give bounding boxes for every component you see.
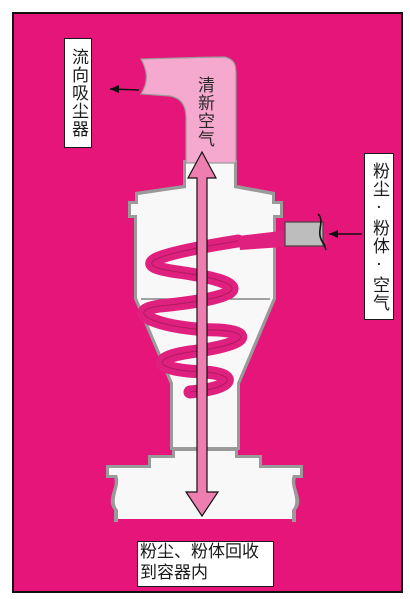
inlet-mixture-label: 粉尘·粉体·空气 [364,153,394,320]
inlet-nozzle [284,221,324,247]
flow-arrow-vertical [184,150,220,518]
flange-gap [118,519,292,539]
cyclone-spiral-edge [143,240,242,393]
collection-label-line-2: 到容器内 [140,563,208,583]
fresh-air-label: 清新空气 [194,76,214,148]
exhaust-to-vacuum-label: 流向吸尘器 [64,38,92,148]
collection-label: 粉尘、粉体回收 到容器内 [137,541,274,587]
inlet-pipe-edge [317,213,327,251]
collection-label-line-1: 粉尘、粉体回收 [140,542,259,562]
cyclone-spiral [137,234,248,399]
exhaust-pointer-arrow-icon [110,85,119,93]
inlet-pointer-arrow-icon [329,230,338,238]
exhaust-tube [139,56,237,164]
